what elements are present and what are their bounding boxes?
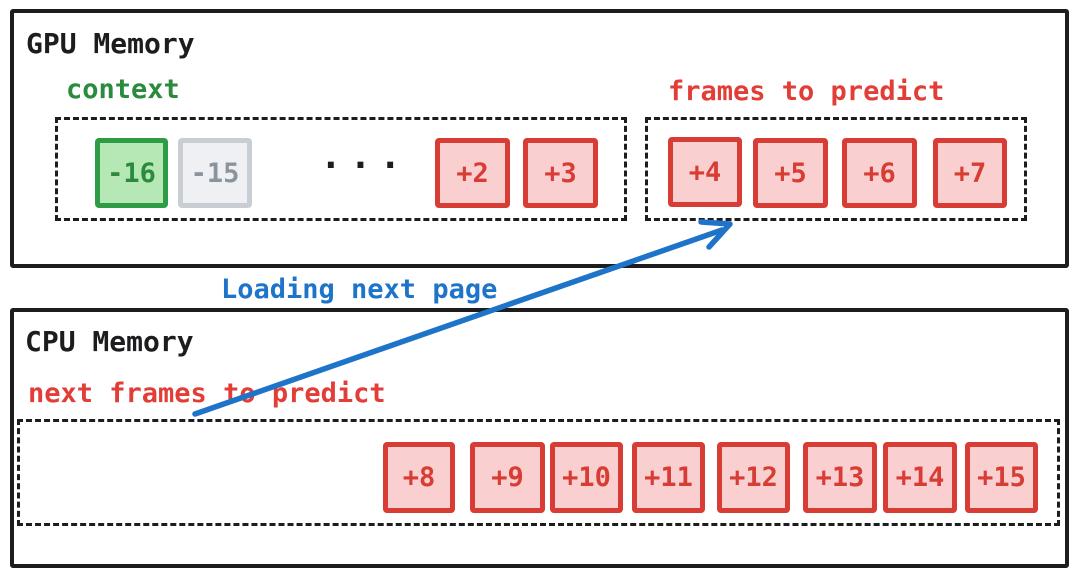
frame-cell-plus4: +4 (668, 137, 742, 207)
frame-cell-plus15: +15 (965, 442, 1038, 513)
frame-cell-plus9: +9 (470, 442, 545, 513)
frame-cell-plus8: +8 (383, 442, 455, 513)
context-frame-group: -16 -15 ··· +2 +3 (55, 117, 627, 221)
frame-cell-plus10: +10 (550, 442, 623, 513)
next-frames-group: +8 +9 +10 +11 +12 +13 +14 +15 (17, 419, 1060, 526)
frame-cell-plus3: +3 (523, 138, 598, 208)
frame-cell-plus11: +11 (632, 442, 705, 513)
frame-cell-minus15: -15 (178, 138, 252, 208)
loading-next-page-label: Loading next page (221, 274, 498, 305)
context-label: context (66, 74, 180, 105)
frames-to-predict-group: +4 +5 +6 +7 (645, 117, 1027, 221)
frame-cell-plus2: +2 (435, 138, 510, 208)
frame-cell-plus12: +12 (717, 442, 790, 513)
cpu-memory-box: CPU Memory next frames to predict +8 +9 … (10, 308, 1069, 568)
frame-cell-plus6: +6 (842, 138, 917, 208)
frame-cell-plus13: +13 (803, 442, 877, 513)
frame-cell-plus7: +7 (933, 138, 1007, 208)
frame-cell-plus5: +5 (753, 138, 828, 208)
frame-cell-minus16: -16 (95, 138, 168, 208)
frame-cell-plus14: +14 (883, 442, 957, 513)
next-frames-to-predict-label: next frames to predict (28, 378, 386, 409)
gpu-memory-box: GPU Memory context frames to predict -16… (10, 9, 1069, 268)
cpu-memory-title: CPU Memory (25, 325, 194, 358)
ellipsis: ··· (320, 145, 410, 186)
gpu-memory-title: GPU Memory (26, 27, 195, 60)
frames-to-predict-label: frames to predict (668, 76, 945, 107)
